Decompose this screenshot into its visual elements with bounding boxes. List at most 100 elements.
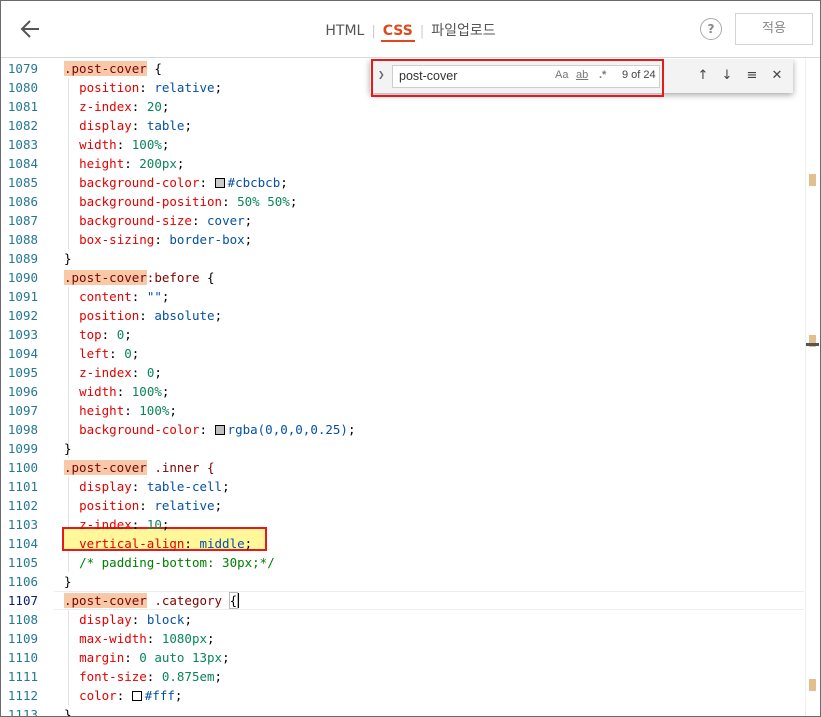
code-token: ; <box>347 422 356 437</box>
code-token: : <box>131 365 147 380</box>
code-token <box>64 631 79 646</box>
search-match: .post-cover <box>64 460 147 475</box>
code-token: : <box>116 688 132 703</box>
line-number: 1091 <box>7 289 38 304</box>
code-line: background-size: cover; <box>64 211 804 230</box>
line-number: 1108 <box>7 612 38 627</box>
code-token: { <box>228 592 239 609</box>
code-token: { <box>199 270 215 285</box>
match-marker <box>809 679 816 691</box>
chevron-right-icon[interactable]: ❯ <box>378 68 385 81</box>
code-token: : <box>191 213 208 228</box>
line-number: 1095 <box>7 365 38 380</box>
line-number: 1081 <box>7 99 38 114</box>
code-token: color <box>79 688 117 703</box>
line-number: 1096 <box>7 384 38 399</box>
code-token: ; <box>154 365 162 380</box>
close-icon[interactable]: ✕ <box>771 68 783 83</box>
tab-css[interactable]: CSS <box>380 23 415 42</box>
code-token: table <box>146 118 185 133</box>
code-token: #fff <box>144 688 175 703</box>
code-token: : <box>131 612 147 627</box>
code-token <box>64 327 79 342</box>
code-token: : <box>184 536 200 551</box>
code-line: .post-cover .category { <box>64 591 804 610</box>
find-in-selection-icon[interactable]: ≡ <box>746 68 758 83</box>
overview-ruler-scrollbar[interactable] <box>805 59 819 716</box>
code-token: ; <box>161 99 170 114</box>
code-line: } <box>64 249 804 268</box>
code-line: font-size: 0.875em; <box>64 667 804 686</box>
line-number: 1080 <box>7 80 38 95</box>
code-token: : <box>101 327 117 342</box>
code-token: table-cell <box>146 479 223 494</box>
color-swatch[interactable] <box>214 178 225 188</box>
code-token <box>238 593 240 608</box>
cursor-marker <box>806 343 819 346</box>
line-number: 1107 <box>7 593 38 608</box>
code-token: cover <box>207 213 245 228</box>
code-token: ; <box>131 346 140 361</box>
code-line: position: absolute; <box>64 306 804 325</box>
code-token <box>64 213 79 228</box>
code-token: } <box>64 574 72 589</box>
code-token <box>64 99 79 114</box>
match-case-toggle[interactable]: Aa <box>555 69 569 81</box>
find-input[interactable]: post-cover <box>392 65 660 88</box>
code-token: content <box>79 289 132 304</box>
code-token <box>64 308 79 323</box>
code-line: .post-cover .inner { <box>64 458 804 477</box>
code-token: margin <box>79 650 125 665</box>
tab-file-upload[interactable]: 파일업로드 <box>431 23 496 39</box>
code-token: ; <box>280 175 288 190</box>
apply-button[interactable]: 적용 <box>735 13 813 45</box>
code-token: block <box>146 612 185 627</box>
code-token: /* padding-bottom: 30px;*/ <box>79 555 275 570</box>
code-token: font-size <box>79 669 147 684</box>
code-token: position <box>79 498 140 513</box>
match-marker <box>809 174 816 186</box>
regex-toggle[interactable]: .* <box>599 69 607 81</box>
code-line: position: relative; <box>64 496 804 515</box>
arrow-up-icon[interactable]: ↑ <box>697 68 709 83</box>
code-token: display <box>79 479 132 494</box>
code-area[interactable]: .post-cover { position: relative; z-inde… <box>54 59 804 716</box>
back-arrow-icon[interactable] <box>17 15 45 43</box>
code-token: "" <box>146 289 162 304</box>
code-token: : <box>124 156 140 171</box>
code-token: : <box>131 289 147 304</box>
code-token: : <box>109 346 125 361</box>
arrow-down-icon[interactable]: ↓ <box>721 68 733 83</box>
code-token: : <box>139 80 155 95</box>
line-number: 1098 <box>7 422 38 437</box>
code-token: absolute <box>154 308 215 323</box>
code-line: } <box>64 572 804 591</box>
color-swatch[interactable] <box>214 425 225 435</box>
line-number: 1111 <box>7 669 38 684</box>
code-token <box>64 479 79 494</box>
code-token: ; <box>214 498 223 513</box>
code-line: z-index: 0; <box>64 363 804 382</box>
code-line: .post-cover { <box>64 59 804 78</box>
code-token: background-size <box>79 213 192 228</box>
code-token: 0.875em <box>161 669 215 684</box>
code-token: ; <box>244 232 253 247</box>
code-token: 0 <box>124 346 132 361</box>
line-number: 1086 <box>7 194 38 209</box>
code-token: : <box>124 403 140 418</box>
code-token: : <box>139 308 155 323</box>
code-token: 0 <box>146 365 155 380</box>
code-token: vertical-align <box>79 536 185 551</box>
code-token: ; <box>222 479 230 494</box>
find-widget: ❯ post-cover Aa ab .* 9 of 24 ↑ ↓ ≡ ✕ <box>370 59 793 93</box>
code-line: left: 0; <box>64 344 804 363</box>
line-number: 1102 <box>7 498 38 513</box>
whole-word-toggle[interactable]: ab <box>576 69 589 81</box>
code-token: z-index <box>79 517 132 532</box>
help-icon[interactable]: ? <box>700 18 722 40</box>
tab-html[interactable]: HTML <box>325 23 365 39</box>
code-token: : <box>131 479 147 494</box>
color-swatch[interactable] <box>131 691 142 701</box>
